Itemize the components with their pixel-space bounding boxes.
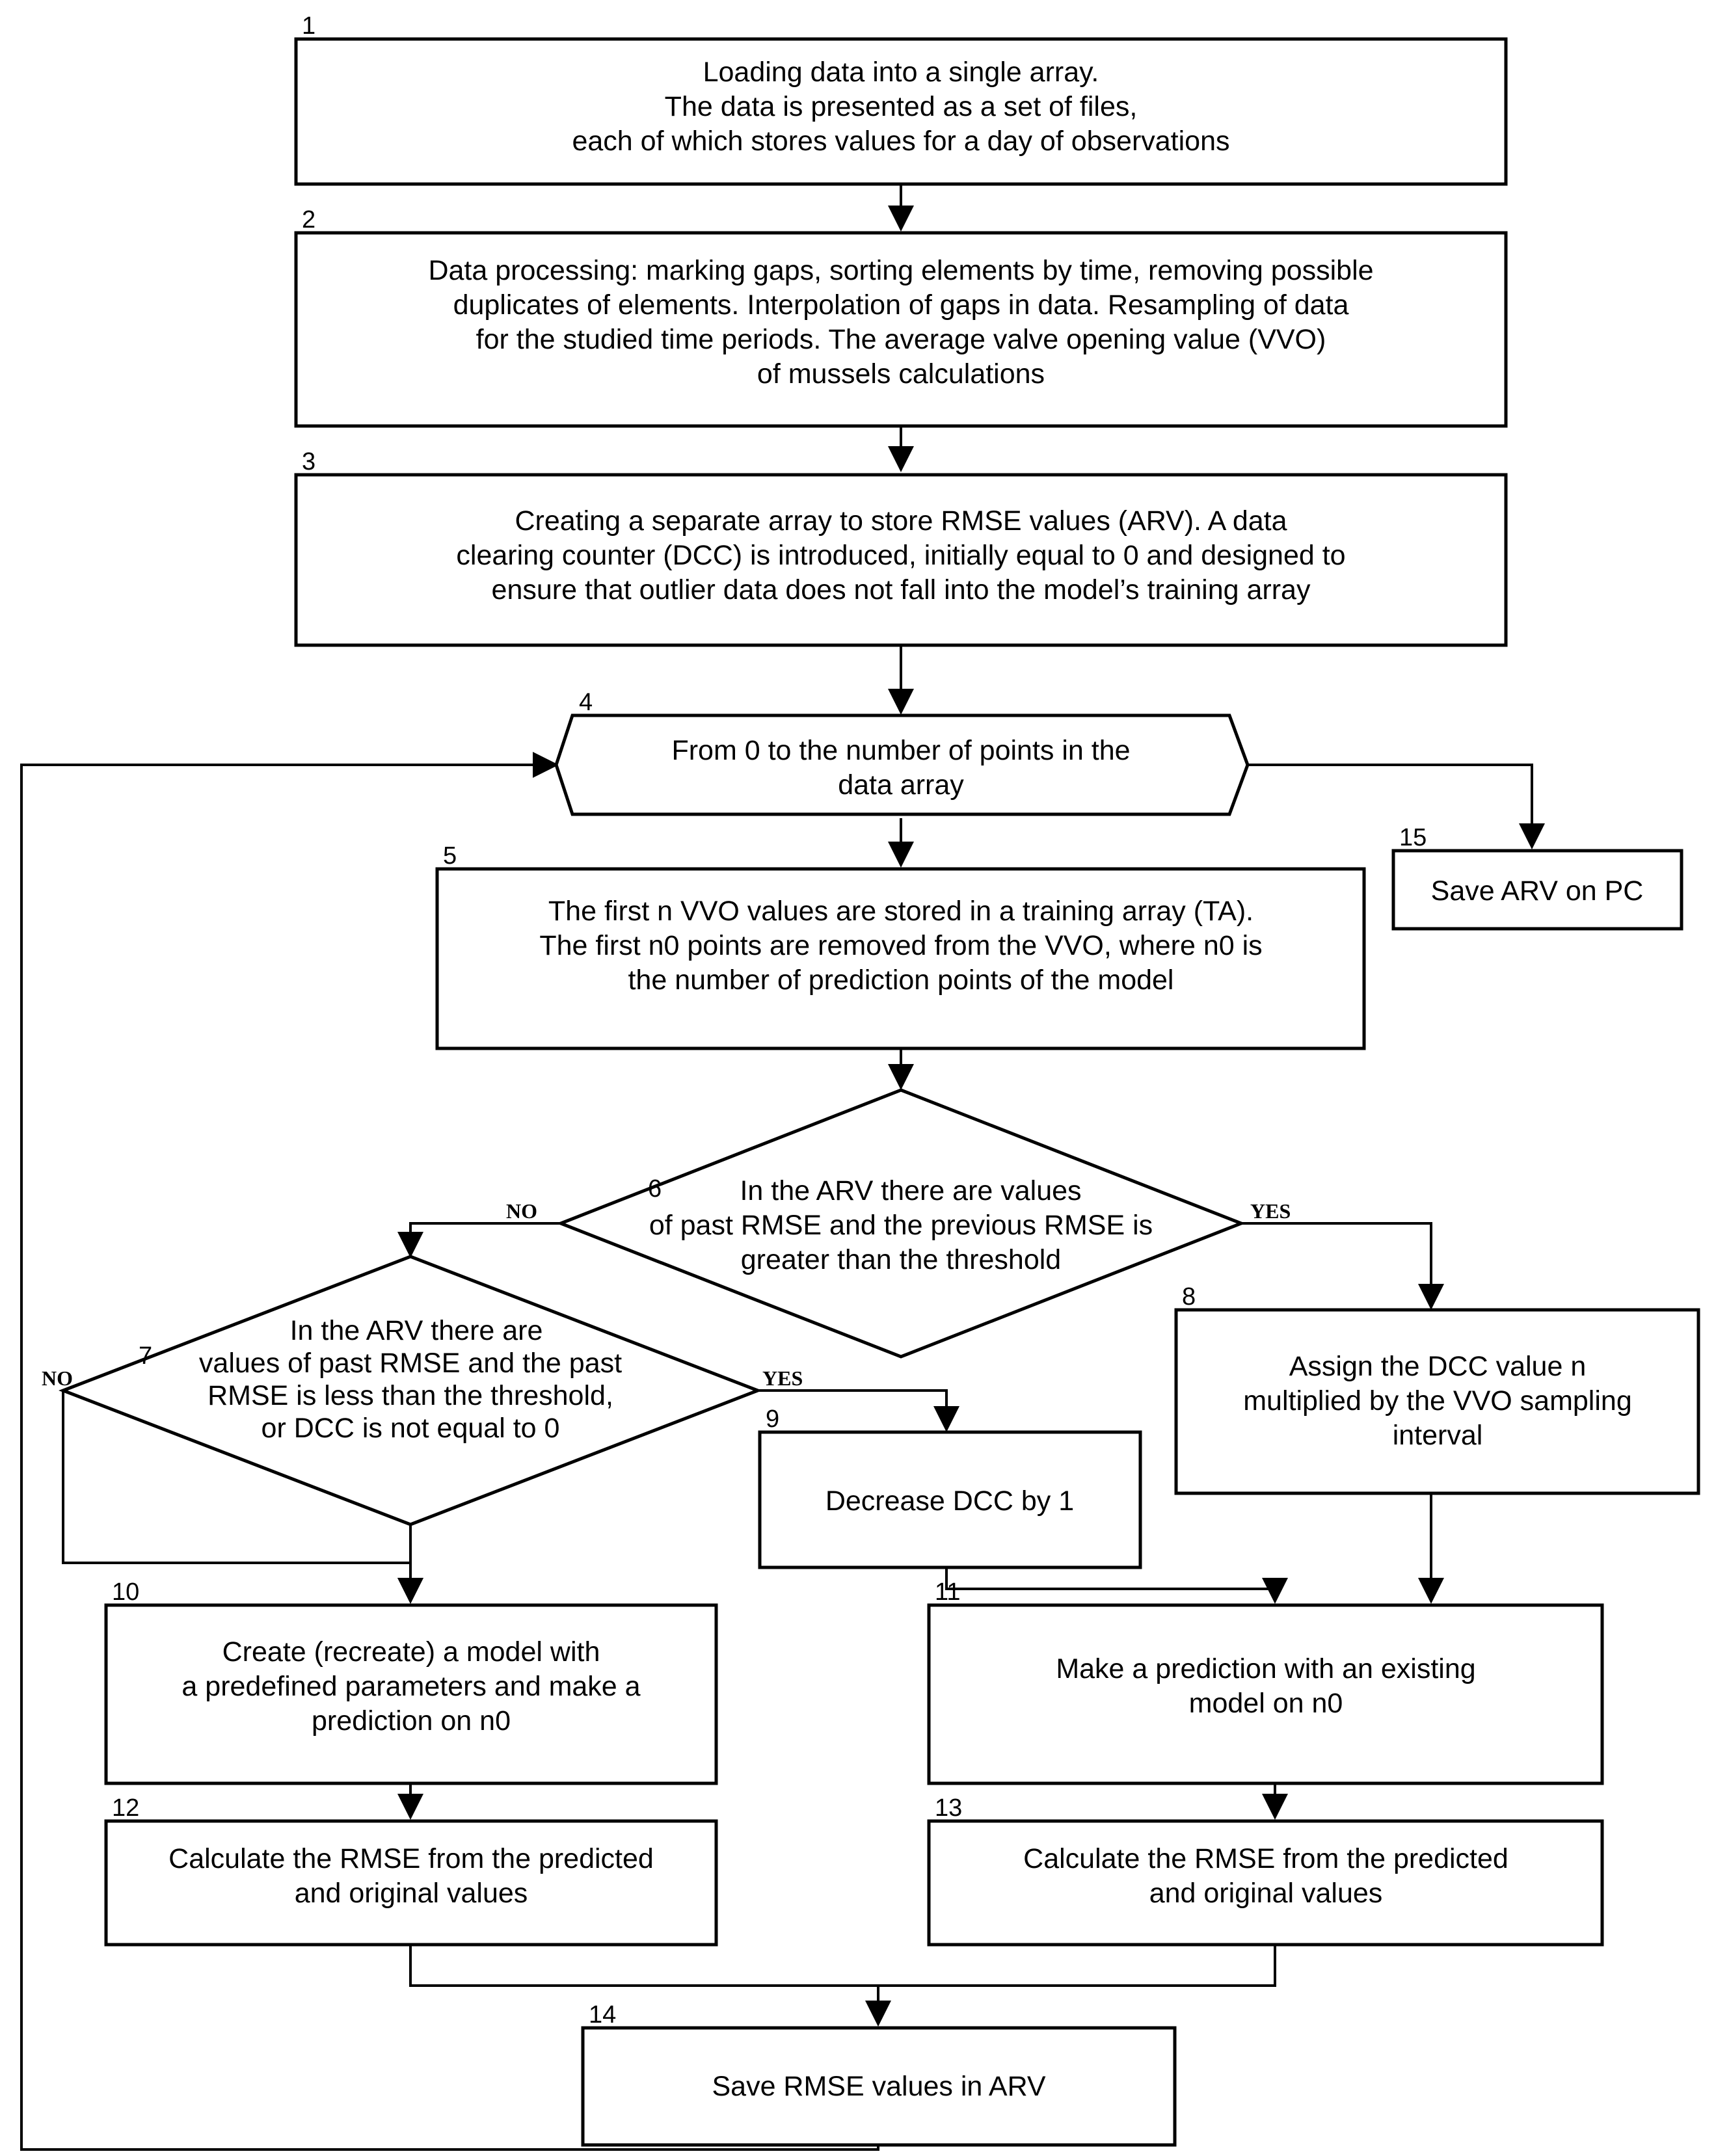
node-11-number: 11 [935, 1578, 960, 1606]
node-5-number: 5 [443, 842, 457, 870]
node-6-line-2: greater than the threshold [741, 1244, 1061, 1275]
node-7-number: 7 [139, 1342, 152, 1370]
node-11-box[interactable] [927, 1603, 1604, 1785]
node-1[interactable]: 1 Loading data into a single array. The … [294, 12, 1508, 186]
node-3-line-0: Creating a separate array to store RMSE … [515, 505, 1287, 537]
node-7-line-3: or DCC is not equal to 0 [261, 1413, 560, 1444]
node-7-line-2: RMSE is less than the threshold, [208, 1380, 613, 1411]
node-4-line-1: data array [838, 769, 964, 801]
node-2-line-1: duplicates of elements. Interpolation of… [453, 289, 1349, 321]
connector-14-loopback-to-4 [20, 752, 879, 2151]
node-9-box[interactable] [758, 1430, 1142, 1569]
edge-label-7-no: NO [42, 1366, 73, 1390]
connector-13-to-merge [878, 1945, 1276, 1987]
node-2-box[interactable] [294, 231, 1508, 428]
node-14[interactable]: 14 Save RMSE values in ARV [581, 2001, 1177, 2147]
node-8-box[interactable] [1174, 1308, 1700, 1495]
node-15-box[interactable] [1391, 849, 1683, 931]
node-11-line-0: Make a prediction with an existing [1056, 1653, 1475, 1684]
node-5[interactable]: 5 The first n VVO values are stored in a… [435, 842, 1366, 1050]
node-1-line-1: The data is presented as a set of files, [665, 91, 1138, 122]
connector-9-to-11 [945, 1567, 1275, 1590]
node-2-line-0: Data processing: marking gaps, sorting e… [428, 255, 1373, 286]
node-13[interactable]: 13 Calculate the RMSE from the predicted… [927, 1794, 1604, 1947]
node-3-number: 3 [302, 448, 315, 475]
connector-7-yes-to-9 [758, 1389, 959, 1432]
edge-label-6-no: NO [506, 1199, 537, 1223]
node-15-number: 15 [1399, 824, 1427, 851]
node-3-line-1: clearing counter (DCC) is introduced, in… [456, 540, 1345, 571]
node-2-line-3: of mussels calculations [757, 358, 1045, 390]
node-13-number: 13 [935, 1794, 962, 1822]
node-7-diamond[interactable] [59, 1255, 762, 1526]
node-8-line-1: multiplied by the VVO sampling [1243, 1385, 1632, 1417]
node-11[interactable]: 11 Make a prediction with an existing mo… [927, 1578, 1604, 1785]
node-1-line-2: each of which stores values for a day of… [572, 126, 1229, 157]
node-10-number: 10 [112, 1578, 139, 1606]
node-3-line-2: ensure that outlier data does not fall i… [492, 574, 1311, 606]
node-13-line-0: Calculate the RMSE from the predicted [1023, 1843, 1508, 1874]
node-5-line-1: The first n0 points are removed from the… [539, 930, 1262, 961]
connector-4-to-15 [1246, 764, 1545, 849]
node-10[interactable]: 10 Create (recreate) a model with a pred… [104, 1578, 718, 1785]
node-7-line-0: In the ARV there are [290, 1315, 543, 1346]
node-5-line-0: The first n VVO values are stored in a t… [548, 896, 1253, 927]
node-14-number: 14 [589, 2001, 616, 2029]
node-9-number: 9 [766, 1405, 779, 1433]
node-3-box[interactable] [294, 473, 1508, 647]
node-8-number: 8 [1182, 1283, 1196, 1311]
node-3[interactable]: 3 Creating a separate array to store RMS… [294, 448, 1508, 647]
node-1-number: 1 [302, 12, 315, 40]
node-8[interactable]: 8 Assign the DCC value n multiplied by t… [1174, 1283, 1700, 1495]
node-2-number: 2 [302, 206, 315, 233]
node-7[interactable]: 7 In the ARV there are values of past RM… [42, 1255, 803, 1526]
node-6-line-0: In the ARV there are values [740, 1175, 1081, 1206]
node-9-line-0: Decrease DCC by 1 [825, 1485, 1074, 1517]
node-12-box[interactable] [104, 1819, 718, 1947]
node-10-line-2: prediction on n0 [312, 1705, 511, 1737]
node-12-line-0: Calculate the RMSE from the predicted [168, 1843, 654, 1874]
node-2[interactable]: 2 Data processing: marking gaps, sorting… [294, 206, 1508, 428]
node-12-line-1: and original values [295, 1878, 528, 1909]
node-13-line-1: and original values [1149, 1878, 1383, 1909]
node-6[interactable]: 6 In the ARV there are values of past RM… [506, 1088, 1291, 1359]
connector-12-to-merge [409, 1945, 878, 1987]
node-10-line-1: a predefined parameters and make a [181, 1671, 640, 1702]
node-12[interactable]: 12 Calculate the RMSE from the predicted… [104, 1794, 718, 1947]
node-1-line-0: Loading data into a single array. [703, 57, 1099, 88]
node-14-line-0: Save RMSE values in ARV [712, 2071, 1045, 2102]
node-10-box[interactable] [104, 1603, 718, 1785]
node-6-diamond[interactable] [556, 1088, 1246, 1359]
node-8-line-0: Assign the DCC value n [1289, 1351, 1587, 1382]
node-12-number: 12 [112, 1794, 139, 1822]
node-6-line-1: of past RMSE and the previous RMSE is [649, 1210, 1153, 1241]
edge-label-6-yes: YES [1250, 1199, 1291, 1223]
node-15-line-0: Save ARV on PC [1431, 875, 1644, 907]
node-4-number: 4 [579, 689, 593, 716]
node-15[interactable]: 15 Save ARV on PC [1391, 824, 1683, 931]
node-7-line-1: values of past RMSE and the past [199, 1348, 622, 1379]
node-4-line-0: From 0 to the number of points in the [671, 735, 1130, 766]
edge-label-7-yes: YES [762, 1366, 803, 1390]
node-11-line-1: model on n0 [1189, 1688, 1343, 1719]
node-14-box[interactable] [581, 2026, 1177, 2147]
node-6-number: 6 [648, 1175, 662, 1203]
node-1-box[interactable] [294, 37, 1508, 186]
node-8-line-2: interval [1393, 1420, 1483, 1451]
connector-6-no-to-7 [397, 1222, 561, 1258]
node-10-line-0: Create (recreate) a model with [222, 1636, 600, 1668]
node-2-line-2: for the studied time periods. The averag… [476, 324, 1326, 355]
node-4[interactable]: 4 From 0 to the number of points in the … [554, 689, 1250, 816]
node-5-line-2: the number of prediction points of the m… [628, 965, 1173, 996]
node-9[interactable]: 9 Decrease DCC by 1 [758, 1405, 1142, 1569]
node-4-hexagon[interactable] [554, 713, 1250, 816]
connector-6-yes-to-8 [1241, 1222, 1444, 1310]
node-13-box[interactable] [927, 1819, 1604, 1947]
node-5-box[interactable] [435, 867, 1366, 1050]
